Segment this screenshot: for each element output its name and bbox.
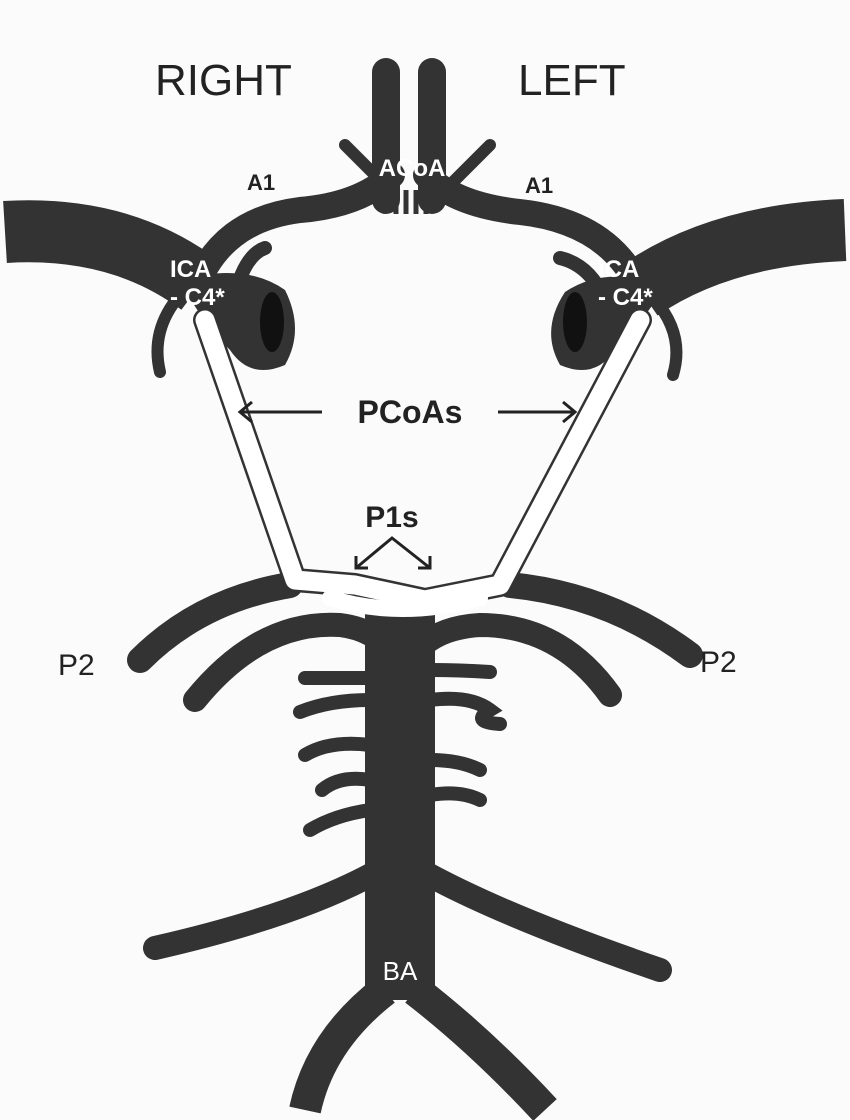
pcoa-left-arrow bbox=[498, 400, 578, 424]
pcoas-label: PCoAs bbox=[358, 394, 463, 430]
pontine-branches bbox=[293, 663, 507, 837]
left-ica-c4-label: - C4* bbox=[598, 284, 653, 311]
right-ica-label: ICA bbox=[170, 256, 211, 283]
left-side-label: LEFT bbox=[518, 56, 626, 105]
p1s-label: P1s bbox=[365, 501, 418, 534]
ba-label: BA bbox=[383, 956, 418, 986]
right-ica bbox=[3, 200, 219, 311]
arrows bbox=[237, 400, 578, 570]
right-a1 bbox=[182, 162, 405, 303]
right-p2-label: P2 bbox=[58, 649, 95, 682]
left-p2 bbox=[497, 572, 703, 668]
right-vertebral bbox=[289, 977, 395, 1114]
right-side-label: RIGHT bbox=[155, 56, 292, 105]
left-a1 bbox=[413, 162, 653, 303]
acoa-label: ACoA bbox=[379, 155, 446, 182]
right-ica-c4-label: - C4* bbox=[170, 284, 225, 311]
pcoa-p1-lumen bbox=[195, 310, 650, 610]
left-p2-label: P2 bbox=[700, 646, 737, 679]
right-aica bbox=[143, 858, 392, 960]
left-vertebral bbox=[405, 977, 557, 1120]
left-aica bbox=[408, 858, 672, 982]
right-p2 bbox=[127, 572, 303, 673]
right-ica-lumen bbox=[260, 292, 284, 352]
left-ica-label: ICA bbox=[598, 256, 639, 283]
left-ica bbox=[622, 199, 847, 316]
right-ica-lower-branch bbox=[151, 289, 186, 378]
basilar-tip bbox=[322, 590, 488, 617]
pcoa-right-arrow bbox=[237, 400, 322, 424]
left-ica-lumen bbox=[563, 292, 587, 352]
left-aca-small-branch bbox=[444, 139, 496, 191]
left-a1-label: A1 bbox=[525, 173, 553, 198]
acoa-stripes bbox=[393, 190, 429, 214]
left-sca bbox=[398, 612, 622, 707]
right-a1-label: A1 bbox=[247, 170, 275, 195]
p1-arrows bbox=[354, 536, 432, 570]
left-ica-lower-branch bbox=[649, 294, 683, 381]
